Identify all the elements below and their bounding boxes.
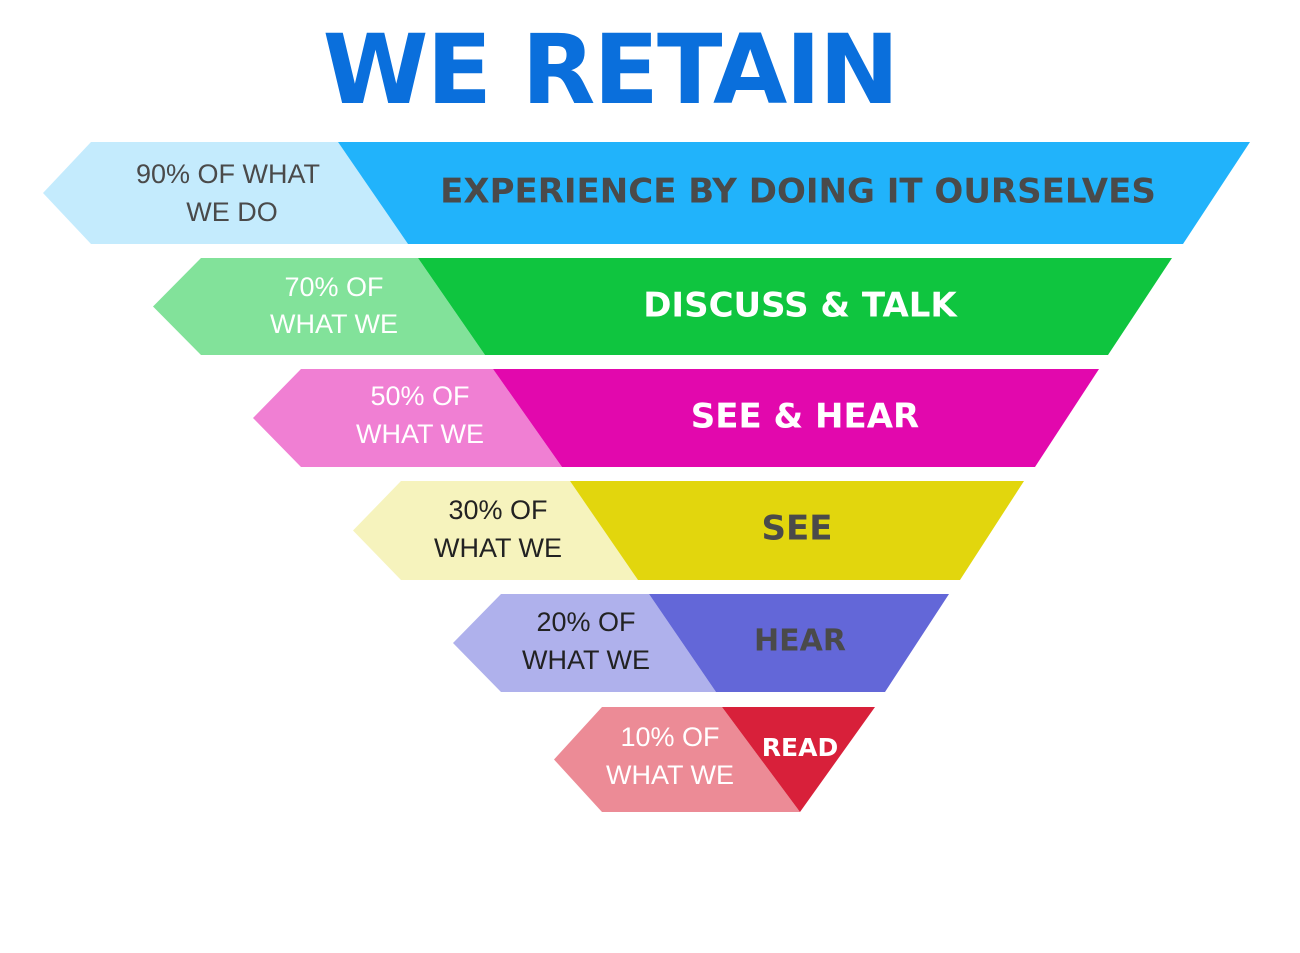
level-tab bbox=[353, 481, 638, 580]
level-label: HEAR bbox=[754, 624, 846, 659]
diagram-title: WE RETAIN bbox=[322, 14, 900, 126]
level-label: SEE bbox=[762, 509, 833, 549]
level-label: READ bbox=[762, 733, 838, 762]
level-band bbox=[418, 258, 1172, 355]
funnel-level: SEE & HEAR 50% OF WHAT WE bbox=[253, 369, 1099, 467]
level-what-line: WHAT WE bbox=[356, 419, 484, 449]
level-band bbox=[722, 707, 875, 812]
level-what-line: WHAT WE bbox=[270, 309, 398, 339]
level-what-line: WHAT WE bbox=[434, 533, 562, 563]
level-tab bbox=[253, 369, 562, 467]
level-tab bbox=[153, 258, 485, 355]
level-label: SEE & HEAR bbox=[691, 397, 919, 437]
level-band bbox=[338, 142, 1250, 244]
funnel-level: DISCUSS & TALK 70% OF WHAT WE bbox=[153, 258, 1172, 355]
level-what-line: WHAT WE bbox=[606, 760, 734, 790]
level-what-line: WE DO bbox=[186, 197, 278, 227]
level-label: EXPERIENCE BY DOING IT OURSELVES bbox=[440, 172, 1156, 212]
level-tab bbox=[554, 707, 800, 812]
level-percent-line: 30% OF bbox=[448, 495, 547, 525]
funnel-level: READ 10% OF WHAT WE bbox=[554, 707, 875, 812]
level-band bbox=[493, 369, 1099, 467]
level-percent-line: 90% OF WHAT bbox=[136, 159, 320, 189]
funnel-level: EXPERIENCE BY DOING IT OURSELVES 90% OF W… bbox=[43, 142, 1250, 244]
level-band bbox=[570, 481, 1024, 580]
level-label: DISCUSS & TALK bbox=[643, 286, 958, 326]
level-tab bbox=[43, 142, 408, 244]
level-percent-line: 20% OF bbox=[536, 607, 635, 637]
level-what-line: WHAT WE bbox=[522, 645, 650, 675]
level-percent-line: 70% OF bbox=[284, 272, 383, 302]
funnel-level: SEE 30% OF WHAT WE bbox=[353, 481, 1024, 580]
level-tab bbox=[453, 594, 716, 692]
level-band bbox=[649, 594, 949, 692]
level-percent-line: 50% OF bbox=[370, 381, 469, 411]
funnel-level: HEAR 20% OF WHAT WE bbox=[453, 594, 949, 692]
level-percent-line: 10% OF bbox=[620, 722, 719, 752]
